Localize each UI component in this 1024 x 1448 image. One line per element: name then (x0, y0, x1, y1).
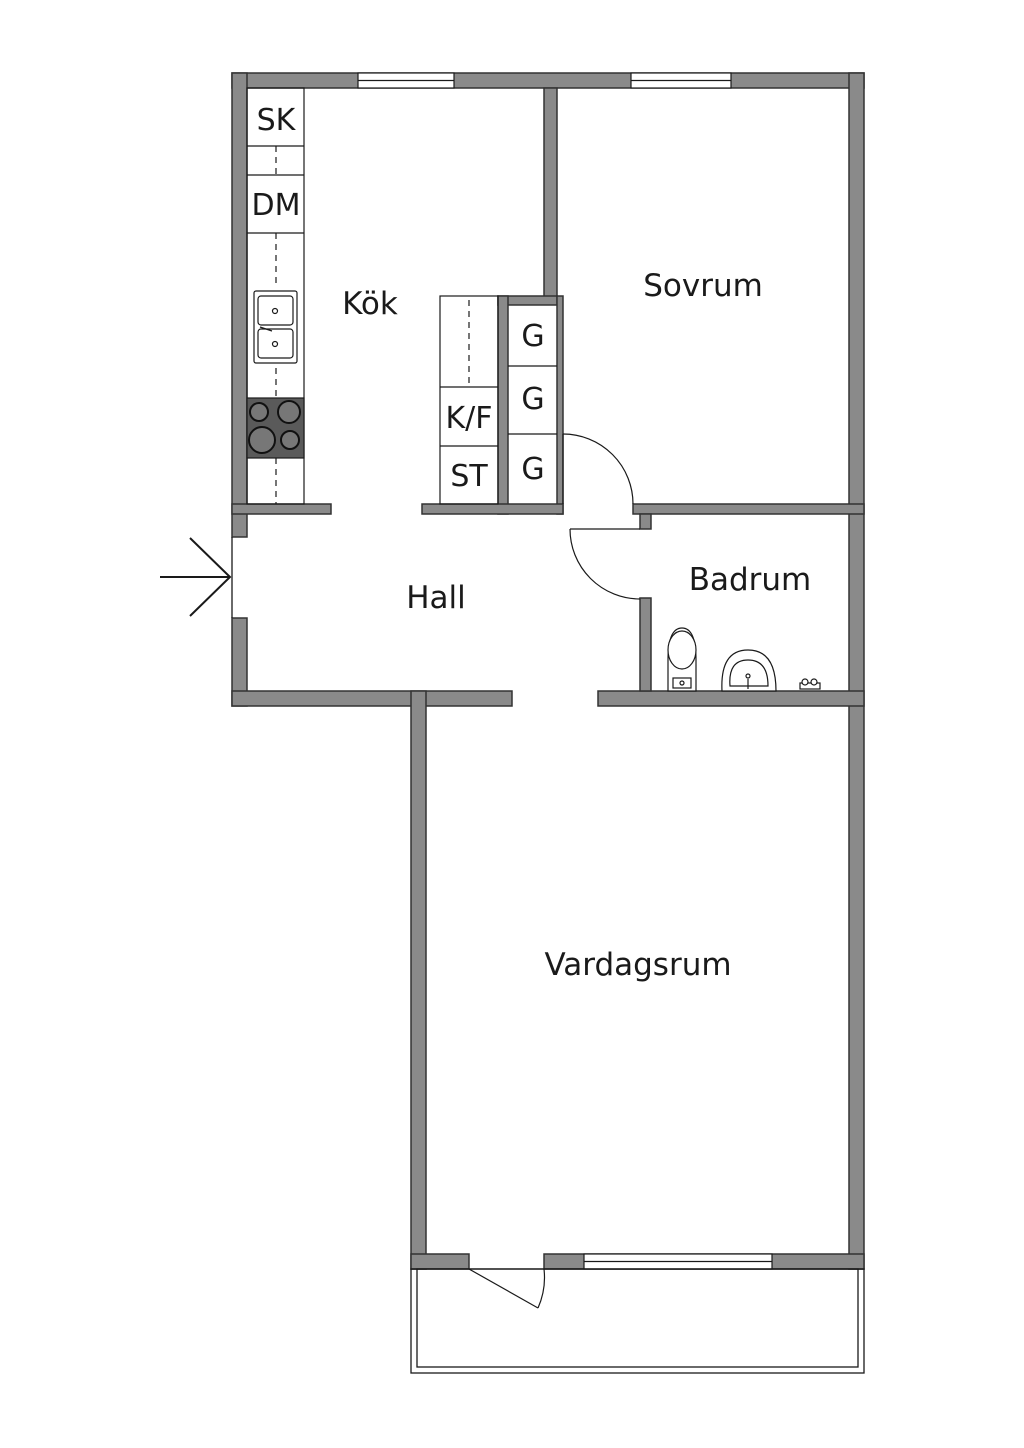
door-balcony (468, 1268, 539, 1309)
wall-left-upper (231, 72, 248, 538)
wall-bath-left-upper (639, 513, 652, 530)
room-label-bathroom: Badrum (689, 562, 812, 598)
toilet-icon (667, 627, 697, 692)
wall-hall-bottom-left (231, 690, 513, 707)
washbasin-icon (721, 649, 777, 692)
wall-kitchen-bottom-right (421, 503, 564, 515)
room-label-living: Vardagsrum (544, 947, 731, 983)
entrance-arrow-icon (160, 537, 232, 617)
fixture-label-kf: K/F (445, 401, 492, 436)
wall-bedroom-bottom (632, 503, 865, 515)
wall-right (848, 72, 865, 1270)
water-valve-icon (799, 678, 821, 690)
entrance (160, 537, 233, 618)
wall-top (231, 72, 865, 89)
fixture-label-g1: G (521, 319, 544, 354)
doors (468, 433, 641, 1309)
wall-closet-right (556, 295, 564, 515)
stove-icon (246, 397, 305, 459)
room-label-bedroom: Sovrum (643, 268, 763, 304)
kitchen-counter (246, 87, 305, 505)
closets (508, 365, 557, 435)
walls (231, 72, 865, 1270)
bathroom-fixtures (667, 627, 821, 692)
wall-living-bottom-left (410, 1253, 470, 1270)
wall-living-top-right (597, 690, 865, 707)
wall-living-left (410, 690, 427, 1270)
fixture-label-g3: G (521, 452, 544, 487)
wall-bath-left-lower (639, 597, 652, 692)
fixture-label-sk: SK (257, 103, 297, 138)
room-label-hall: Hall (406, 580, 466, 616)
wall-closet-left (497, 295, 509, 515)
balcony (410, 1268, 865, 1374)
sink-icon (253, 290, 298, 364)
kitchen-units (439, 295, 499, 505)
fixture-label-dm: DM (252, 188, 301, 223)
wall-kitchen-bottom-left (231, 503, 332, 515)
fixture-label-g2: G (521, 382, 544, 417)
wall-kitchen-bedroom-upper (543, 87, 558, 303)
room-label-kitchen: Kök (342, 286, 398, 322)
fixture-label-st: ST (450, 459, 488, 494)
windows (357, 72, 773, 1270)
